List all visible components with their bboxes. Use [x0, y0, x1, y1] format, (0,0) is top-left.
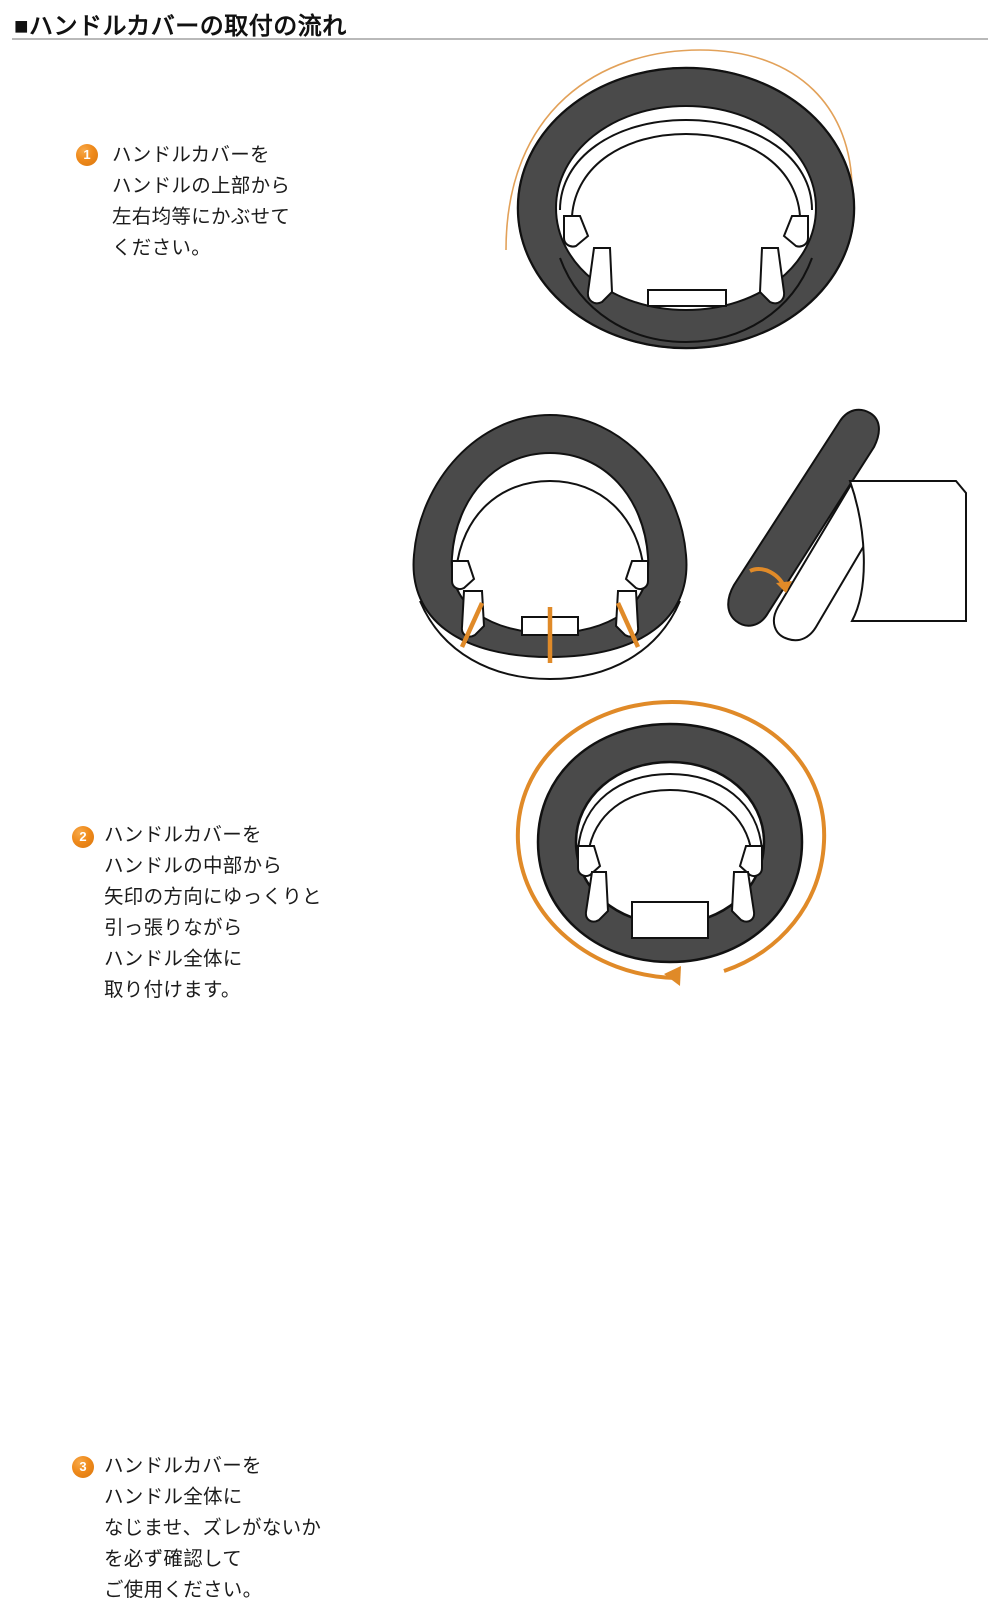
step-instruction-1: ハンドルカバーを ハンドルの上部から 左右均等にかぶせて ください。	[112, 144, 291, 259]
illustration-step-2	[400, 395, 970, 695]
header-divider	[12, 38, 988, 40]
steering-wheel-pull-direction-icon	[412, 408, 967, 681]
step-2: 2 ハンドルカバーを ハンドルの中部から 矢印の方向にゆっくりと 引っ張りながら…	[0, 400, 1000, 1001]
step-1: 1 ハンドルカバーを ハンドルの上部から 左右均等にかぶせて ください。	[0, 60, 1000, 390]
step-number-badge-3: 3	[72, 1456, 94, 1478]
step-number-badge-1: 1	[76, 144, 98, 166]
steering-wheel-fitted-check-icon	[515, 699, 827, 986]
step-instruction-3: ハンドルカバーを ハンドル全体に なじませ、ズレがないか を必ず確認して ご使用…	[104, 1455, 322, 1601]
illustration-step-1	[500, 40, 920, 380]
step-number-badge-2: 2	[72, 826, 94, 848]
steering-wheel-cover-from-top-icon	[505, 49, 856, 350]
page-header: ■ハンドルカバーの取付の流れ	[0, 0, 1000, 46]
step-instruction-2: ハンドルカバーを ハンドルの中部から 矢印の方向にゆっくりと 引っ張りながら ハ…	[104, 824, 322, 1001]
illustration-step-3	[480, 690, 860, 1000]
page-title: ■ハンドルカバーの取付の流れ	[14, 13, 347, 40]
